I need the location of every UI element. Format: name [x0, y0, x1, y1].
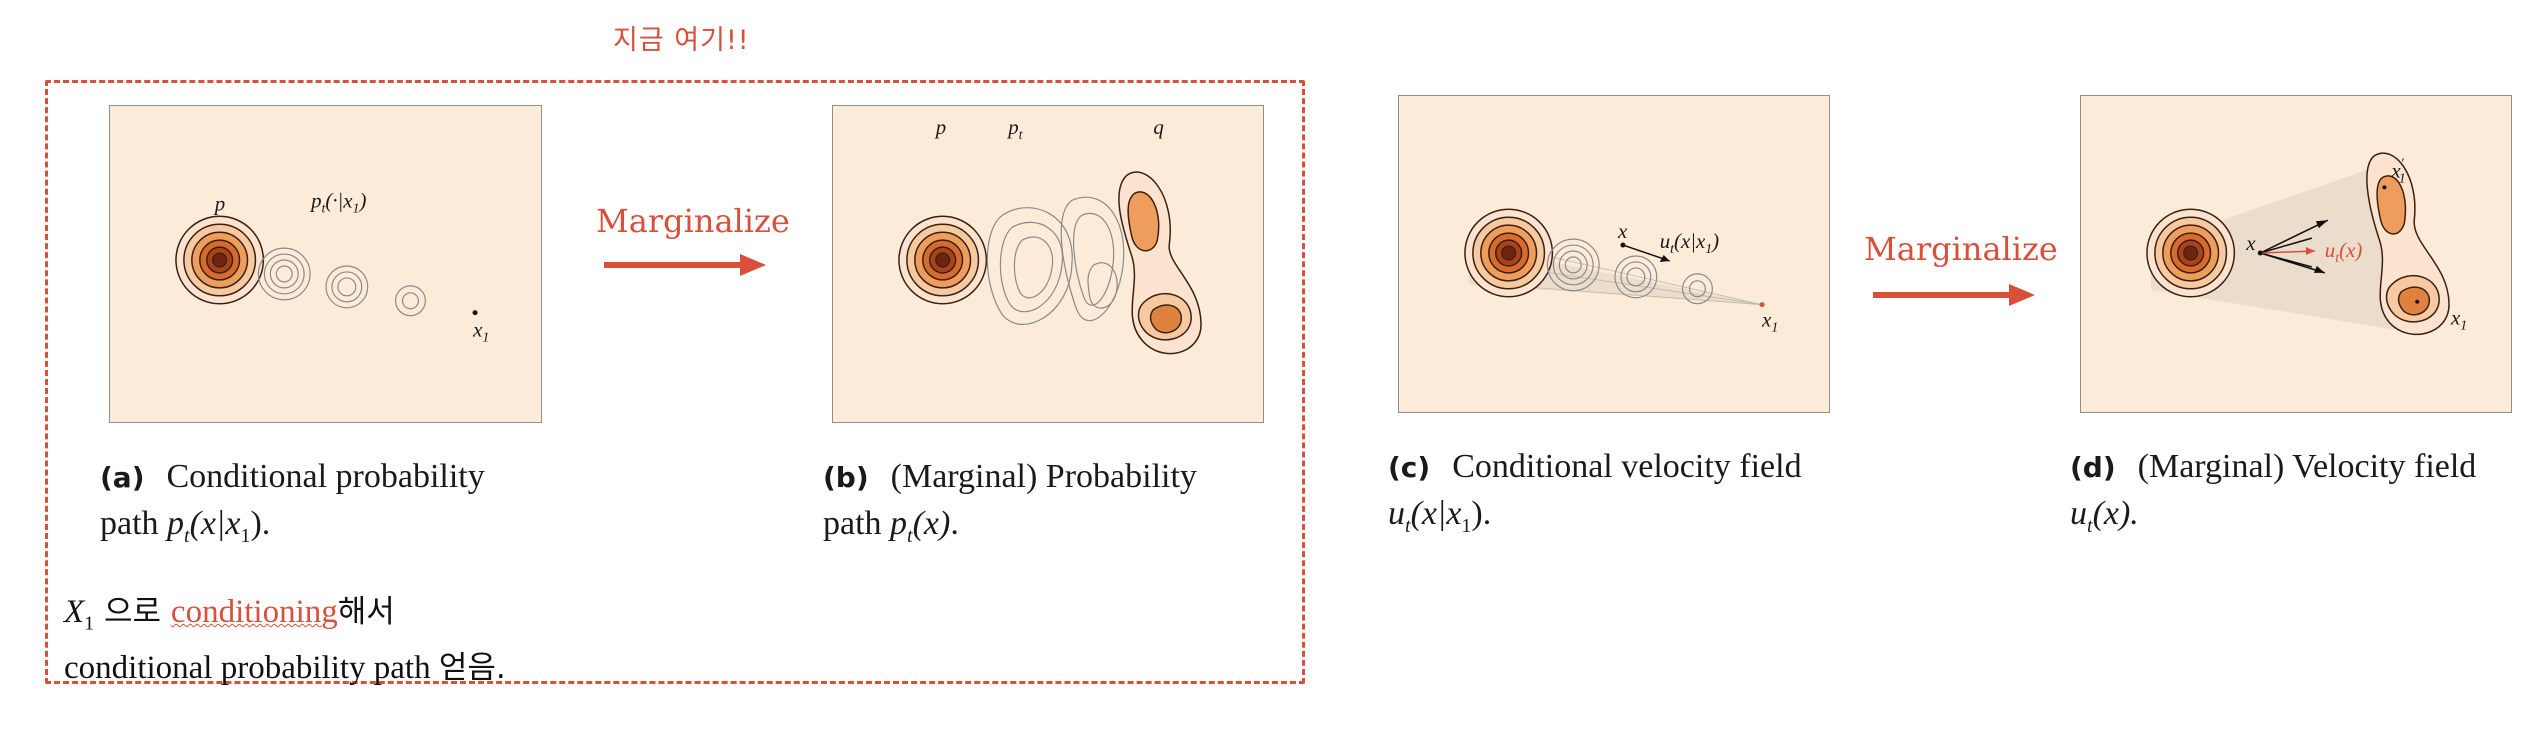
intermediate-gaussians — [257, 247, 426, 317]
point-x — [2257, 250, 2263, 256]
caption-d: (d)(Marginal) Velocity field ut(x). — [2070, 448, 2477, 537]
label-x1: x1 — [2450, 306, 2467, 334]
caption-c-tag: (c) — [1388, 451, 1431, 484]
label-p: p — [213, 191, 225, 215]
marginal-flow-fan — [2150, 165, 2425, 335]
marginalize-label-2: Marginalize — [1864, 230, 2058, 268]
marginal-velocity-arrow — [2260, 250, 2315, 254]
label-q: q — [1153, 115, 1163, 139]
caption-b: (b)(Marginal) Probability path pt(x). — [823, 458, 1197, 547]
marginalize-label-1: Marginalize — [596, 202, 790, 240]
conditional-velocity-arrows — [2259, 219, 2329, 274]
arrow-right-icon-1 — [604, 254, 766, 276]
intermediate-marginal-contours — [986, 196, 1125, 325]
label-x1-prime: x′1 — [2390, 157, 2405, 187]
caption-a: (a)Conditional probability path pt(x|x1)… — [100, 458, 485, 547]
panel-d-plot: x x′1 ut(x) x1 — [2146, 152, 2467, 336]
target-distribution-q — [1118, 171, 1202, 355]
label-x1: x1 — [1761, 308, 1778, 336]
panel-a-plot: p pt(·|x1) x1 — [175, 188, 489, 346]
panel-b-marginal-probability-path: p pt q — [832, 105, 1264, 423]
marginal-arrowhead-icon — [2305, 247, 2315, 255]
conditioning-highlight: conditioning — [170, 594, 338, 630]
label-pt: pt — [1006, 115, 1023, 143]
target-distribution-q — [2366, 152, 2450, 336]
panel-a-conditional-probability-path: p pt(·|x1) x1 — [109, 105, 542, 423]
label-x: x — [2245, 231, 2256, 255]
caption-d-tag: (d) — [2070, 451, 2116, 484]
caption-c: (c)Conditional velocity field ut(x|x1). — [1388, 448, 1802, 537]
point-x1 — [2415, 299, 2420, 304]
point-x1-prime — [2382, 185, 2387, 190]
caption-a-tag: (a) — [100, 461, 145, 494]
source-gaussian-p — [1464, 208, 1554, 298]
velocity-arrowhead-icon — [1659, 254, 1670, 262]
annotation-here: 지금 여기!! — [613, 25, 750, 56]
caption-b-tag: (b) — [823, 461, 869, 494]
source-gaussian-p — [898, 215, 988, 305]
label-p: p — [934, 115, 946, 139]
conditioning-note: X1 으로 conditioning해서 conditional probabi… — [64, 594, 506, 686]
label-x1: x1 — [472, 318, 489, 346]
label-ut-cond: ut(x|x1) — [1660, 229, 1719, 257]
panel-c-conditional-velocity-field: x ut(x|x1) x1 — [1398, 95, 1830, 413]
label-x: x — [1617, 219, 1628, 243]
target-point-x1 — [1759, 302, 1765, 308]
panel-d-marginal-velocity-field: x x′1 ut(x) x1 — [2080, 95, 2512, 413]
arrowhead-icons — [2313, 220, 2328, 273]
panel-c-plot: x ut(x|x1) x1 — [1464, 208, 1778, 336]
arrow-right-icon-2 — [1873, 284, 2035, 306]
source-gaussian-p — [2146, 208, 2236, 298]
label-ut-marginal: ut(x) — [2325, 238, 2363, 266]
intermediate-gaussians — [1546, 238, 1713, 305]
point-x — [1620, 242, 1626, 248]
source-gaussian-p — [175, 215, 265, 305]
target-point-x1 — [472, 310, 478, 316]
label-pt-cond: pt(·|x1) — [309, 188, 366, 216]
highlight-dashed-box — [45, 80, 1305, 684]
panel-b-plot: p pt q — [898, 115, 1202, 355]
